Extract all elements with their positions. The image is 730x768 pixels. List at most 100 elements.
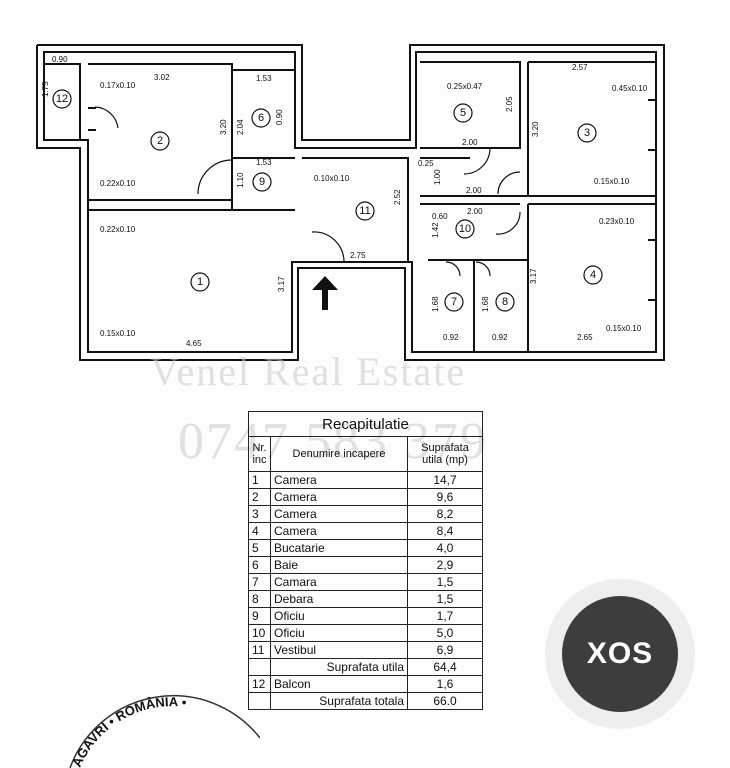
- room-number: 9: [259, 176, 265, 188]
- row-number: 7: [248, 573, 271, 591]
- row-number: 9: [248, 607, 271, 625]
- subtotal-spacer: [248, 658, 271, 676]
- area-summary-table: Recapitulatie Nr. inc Denumire incapere …: [248, 411, 483, 710]
- dimension-label: 0.15x0.10: [606, 324, 642, 333]
- subtotal-label: Suprafata utila: [270, 658, 408, 676]
- room-area: 9,6: [407, 488, 483, 506]
- row-number: 3: [248, 505, 271, 523]
- room-marker-11: [355, 201, 375, 221]
- room-marker-6: [251, 108, 271, 128]
- room-marker-5: [453, 103, 473, 123]
- dimension-label: 0.22x0.10: [100, 179, 136, 188]
- dimension-label: 1.00: [433, 169, 442, 185]
- row-number: 8: [248, 590, 271, 608]
- dimension-label: 0.15x0.10: [594, 177, 630, 186]
- dimension-label: 2.04: [236, 119, 245, 135]
- dimension-label: 2.00: [462, 138, 478, 147]
- dimension-label: 1.53: [256, 74, 272, 83]
- room-marker-7: [444, 292, 464, 312]
- dimension-label: 2.00: [466, 186, 482, 195]
- room-area: 1,7: [407, 607, 483, 625]
- dimension-label: 2.65: [577, 333, 593, 342]
- balcony-name: Balcon: [270, 675, 408, 693]
- total-label: Suprafata totala: [270, 692, 408, 710]
- room-area: 8,2: [407, 505, 483, 523]
- dimension-label: 1.42: [431, 222, 440, 238]
- dimension-label: 3.02: [154, 73, 170, 82]
- room-area: 5,0: [407, 624, 483, 642]
- header-area: Suprafata utila (mp): [407, 436, 483, 472]
- dimension-label: 0.25: [418, 159, 434, 168]
- svg-text:AGAVRI • ROMÂNIA •: AGAVRI • ROMÂNIA •: [69, 694, 188, 768]
- dimension-label: 2.75: [350, 251, 366, 260]
- header-name: Denumire incapere: [270, 436, 408, 472]
- room-area: 2,9: [407, 556, 483, 574]
- room-number: 5: [460, 107, 466, 119]
- room-area: 1,5: [407, 573, 483, 591]
- dimension-label: 3.20: [219, 119, 228, 135]
- room-marker-3: [577, 123, 597, 143]
- header-nr: Nr. inc: [248, 436, 271, 472]
- room-area: 6,9: [407, 641, 483, 659]
- room-number: 1: [197, 276, 203, 288]
- room-area: 1,5: [407, 590, 483, 608]
- room-area: 14,7: [407, 471, 483, 489]
- floor-plan: 1 2 3 4 5 6 7 8 9 10 11 12 0.90 1.75 3.0…: [36, 44, 665, 361]
- room-area: 8,4: [407, 522, 483, 540]
- room-number: 4: [590, 269, 596, 281]
- room-name: Oficiu: [270, 607, 408, 625]
- room-name: Camera: [270, 488, 408, 506]
- dimension-label: 1.68: [431, 296, 440, 312]
- room-name: Debara: [270, 590, 408, 608]
- entrance-arrow-icon: [312, 276, 338, 310]
- room-marker-8: [495, 292, 515, 312]
- room-number: 7: [451, 296, 457, 308]
- room-number: 12: [56, 93, 68, 105]
- dimension-label: 0.92: [443, 333, 459, 342]
- room-marker-2: [150, 131, 170, 151]
- room-name: Camara: [270, 573, 408, 591]
- room-marker-10: [455, 219, 475, 239]
- room-area: 4,0: [407, 539, 483, 557]
- room-number: 10: [459, 223, 471, 235]
- room-marker-9: [252, 172, 272, 192]
- dimension-label: 0.23x0.10: [599, 217, 635, 226]
- room-name: Bucatarie: [270, 539, 408, 557]
- stamp-text: AGAVRI • ROMÂNIA •: [69, 694, 188, 768]
- room-number: 11: [359, 205, 370, 217]
- room-marker-12: [52, 89, 72, 109]
- room-marker-4: [583, 265, 603, 285]
- row-number: 6: [248, 556, 271, 574]
- dimension-label: 0.22x0.10: [100, 225, 136, 234]
- dimension-label: 2.05: [505, 96, 514, 112]
- dimension-label: 0.45x0.10: [612, 84, 648, 93]
- room-name: Oficiu: [270, 624, 408, 642]
- dimension-label: 0.90: [52, 55, 68, 64]
- dimension-label: 0.10x0.10: [314, 174, 350, 183]
- room-name: Camera: [270, 505, 408, 523]
- dimension-label: 1.53: [256, 158, 272, 167]
- row-number: 1: [248, 471, 271, 489]
- table-title: Recapitulatie: [248, 411, 483, 437]
- room-number: 3: [584, 127, 590, 139]
- room-name: Camera: [270, 471, 408, 489]
- official-stamp: AGAVRI • ROMÂNIA •: [69, 694, 260, 768]
- row-number: 5: [248, 539, 271, 557]
- room-number: 8: [502, 296, 508, 308]
- dimension-label: 0.60: [432, 212, 448, 221]
- row-number: 10: [248, 624, 271, 642]
- dimension-label: 1.75: [41, 81, 50, 97]
- total-value: 66.0: [407, 692, 483, 710]
- dimension-label: 1.68: [481, 296, 490, 312]
- xos-logo: XOS: [545, 579, 695, 729]
